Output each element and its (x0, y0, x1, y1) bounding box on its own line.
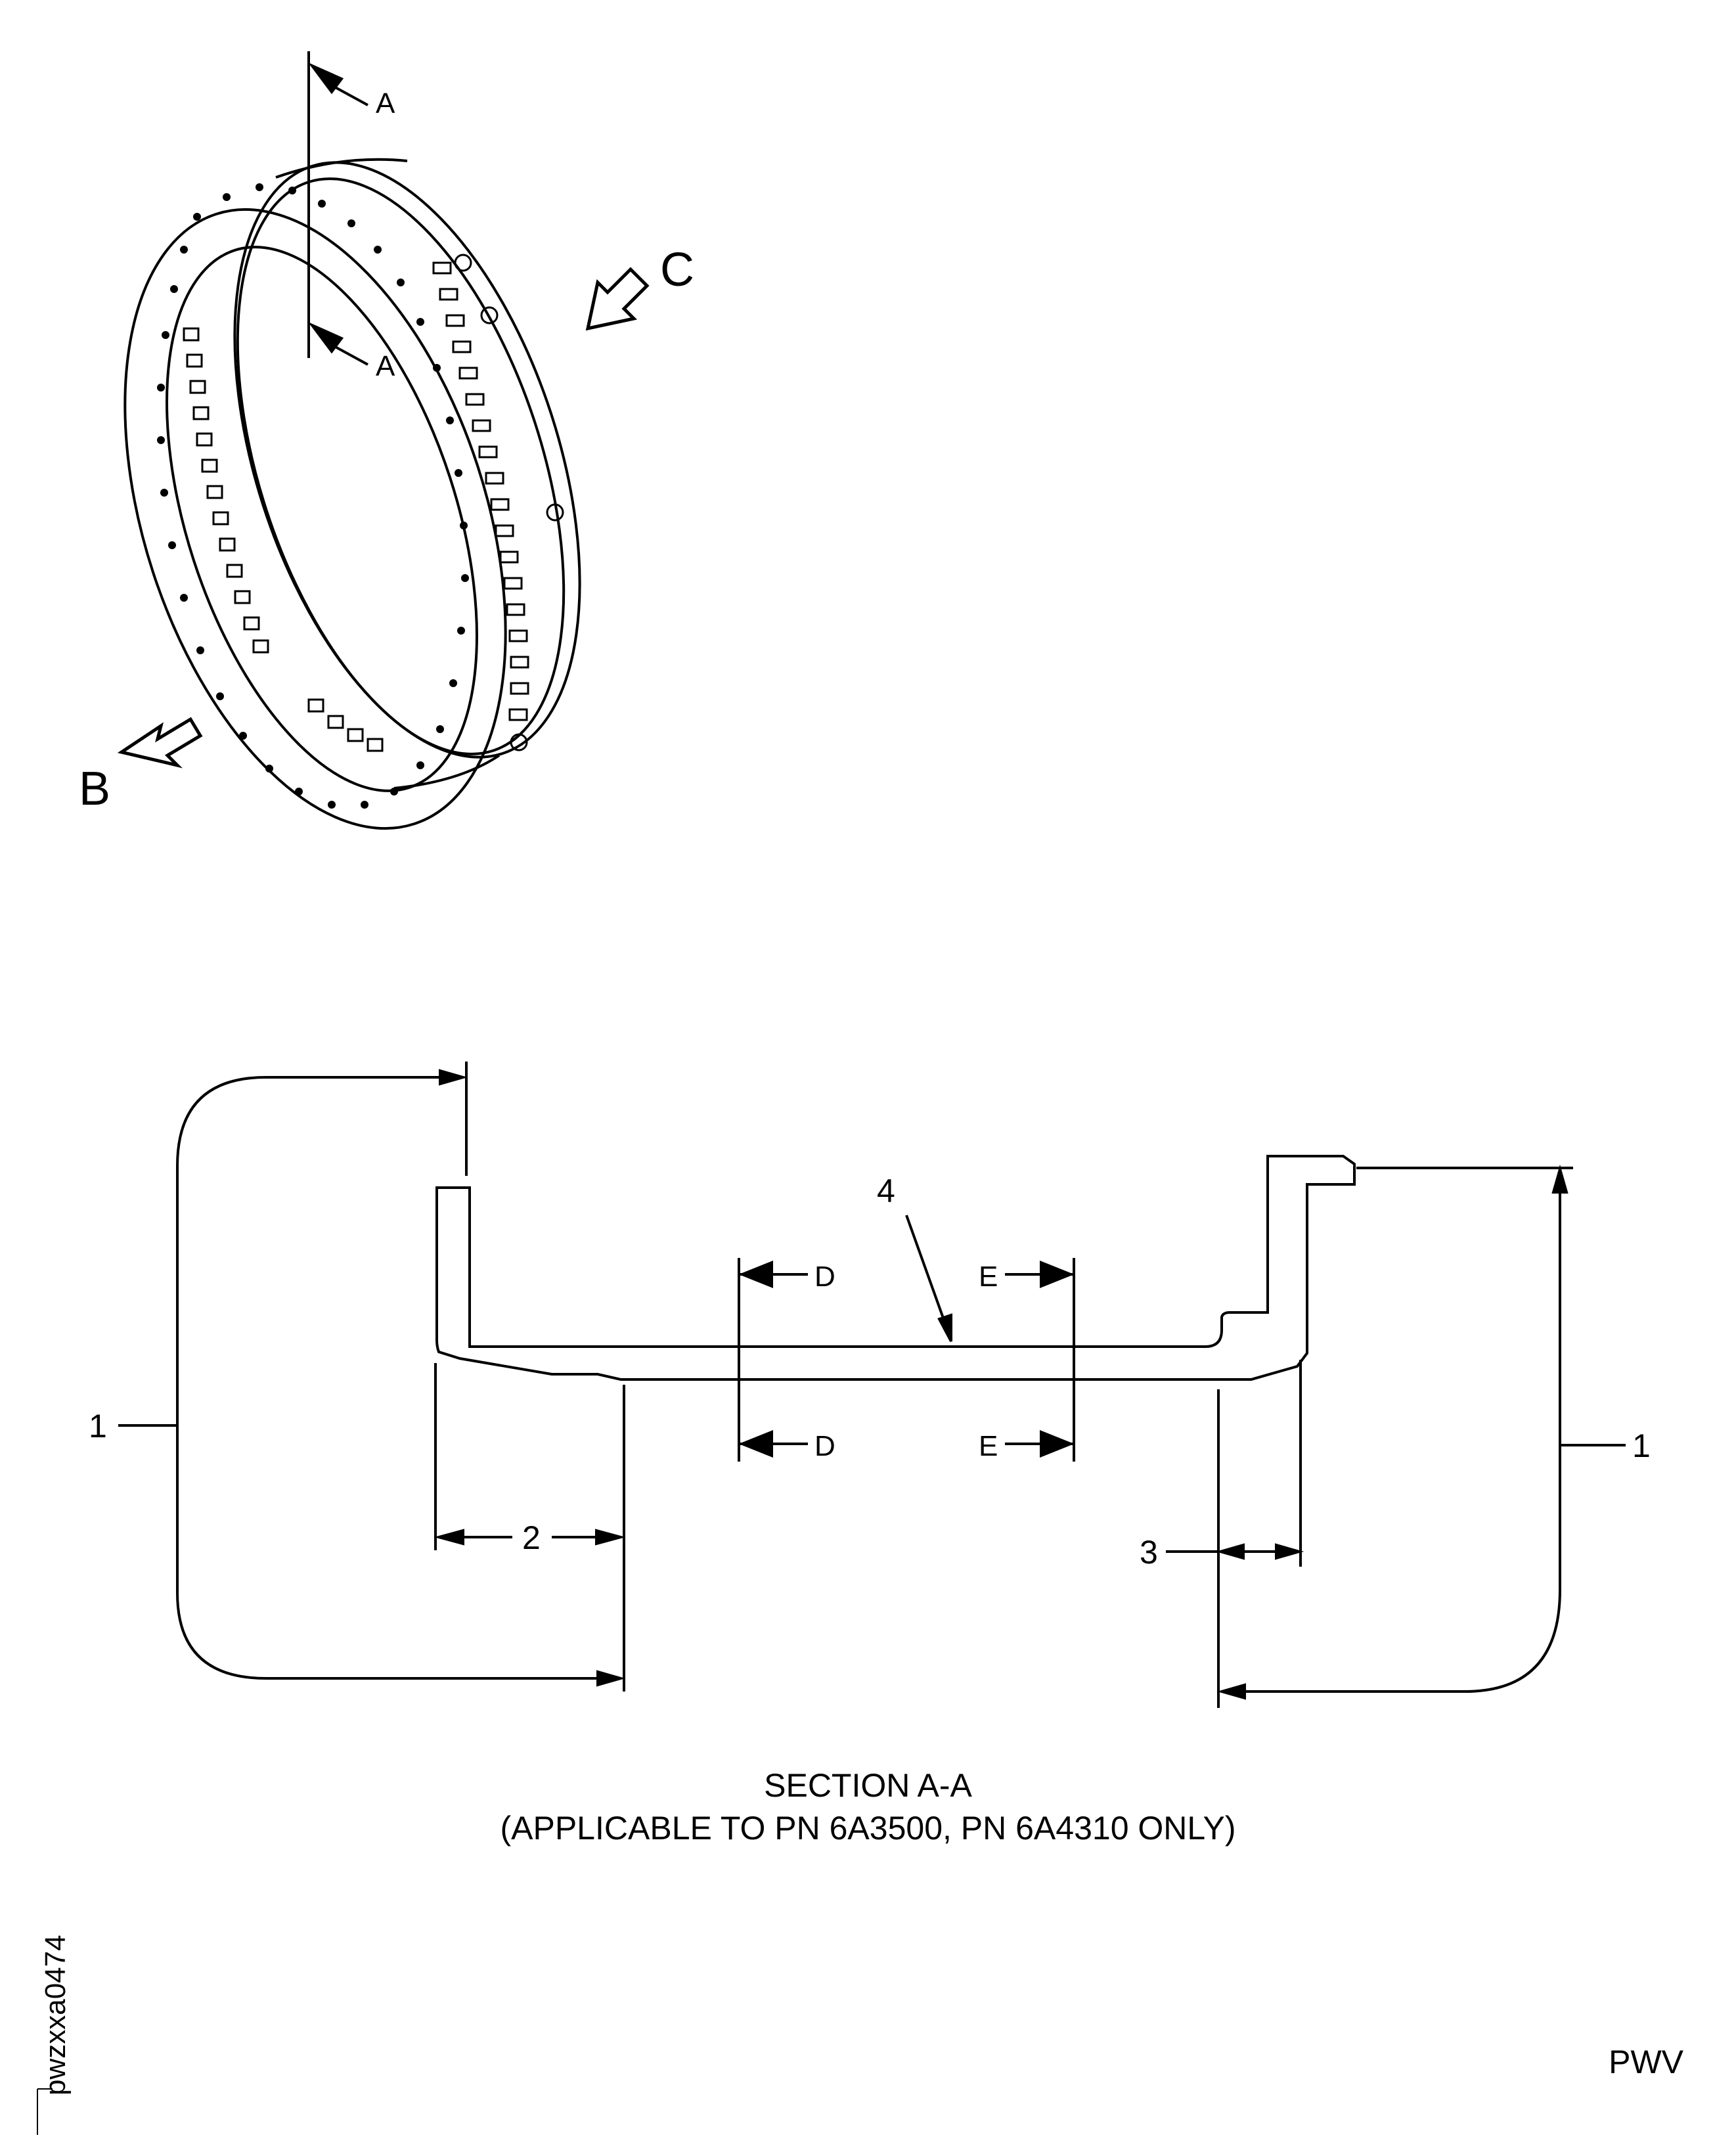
view-arrow-b-label: B (79, 763, 110, 815)
figure-id-bracket (37, 2088, 53, 2135)
dimension-3 (1166, 1360, 1304, 1567)
section-subtitle: (APPLICABLE TO PN 6A3500, PN 6A4310 ONLY… (500, 1810, 1236, 1847)
section-title: SECTION A-A (764, 1767, 972, 1804)
band-slots (432, 261, 529, 721)
callout-4: 4 (877, 1173, 895, 1209)
footer-code: PWV (1609, 2044, 1683, 2080)
profile-outline (435, 1155, 1356, 1381)
dimension-1-left (118, 1062, 626, 1691)
section-cut-line (307, 51, 368, 366)
figure-id: pwzxxa0474 (39, 1879, 79, 2095)
callout-3: 3 (1140, 1534, 1158, 1571)
dimension-2 (434, 1363, 626, 1550)
view-e-markers (1005, 1258, 1075, 1462)
rear-bosses (454, 254, 564, 751)
flange-bolt-holes (157, 183, 469, 809)
view-e-bottom-label: E (979, 1430, 998, 1462)
callout-1-left: 1 (89, 1408, 107, 1445)
view-d-bottom-label: D (814, 1430, 835, 1462)
callout-2: 2 (522, 1519, 541, 1556)
section-cut-label-top: A (376, 87, 395, 120)
isometric-ring (123, 158, 581, 830)
callout-1-right: 1 (1632, 1427, 1651, 1464)
view-arrow-c-label: C (660, 244, 694, 296)
dimension-1-right (1216, 1164, 1626, 1708)
view-e-top-label: E (979, 1261, 998, 1293)
view-arrow-c (585, 267, 650, 331)
view-d-top-label: D (814, 1261, 835, 1293)
ring-rear-outer (233, 161, 581, 759)
view-arrow-b (117, 717, 203, 769)
section-cut-label-bottom: A (376, 350, 395, 382)
section-profile (435, 1155, 1356, 1381)
view-d-markers (738, 1258, 808, 1462)
figure-id-text: pwzxxa0474 (39, 1935, 72, 2095)
callout-4-leader (905, 1215, 952, 1342)
inner-slots (183, 327, 384, 752)
ring-front-outer (123, 208, 507, 830)
